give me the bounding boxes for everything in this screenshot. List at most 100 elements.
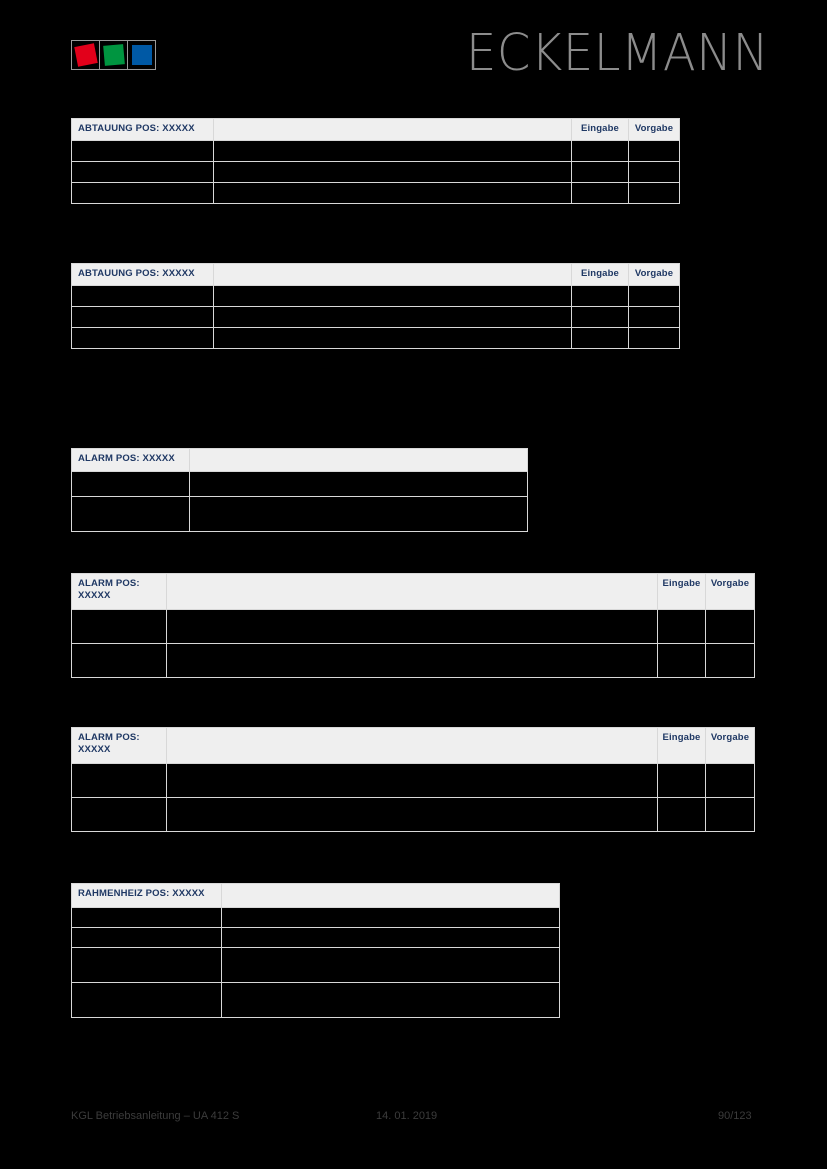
green-square-icon	[103, 44, 125, 66]
page-header: ECKELMANN	[0, 0, 827, 100]
table-header-spacer-cell	[189, 448, 528, 472]
table-title-cell: RAHMENHEIZ POS: XXXXX	[71, 883, 222, 908]
table-cell	[166, 609, 658, 644]
table-cell	[71, 947, 222, 983]
table-cell	[213, 161, 572, 183]
column-header-eingabe: Eingabe	[657, 573, 706, 610]
table-header-spacer-cell	[221, 883, 560, 908]
table-cell	[71, 982, 222, 1018]
table-cell	[213, 285, 572, 307]
table-cell	[71, 140, 214, 162]
table-cell	[213, 140, 572, 162]
table-cell[interactable]	[628, 285, 680, 307]
table-cell	[213, 327, 572, 349]
page-footer: KGL Betriebsanleitung – UA 412 S 14. 01.…	[0, 1110, 827, 1134]
table-cell[interactable]	[571, 327, 629, 349]
table-cell	[166, 643, 658, 678]
table-header-spacer-cell	[213, 118, 572, 141]
table-cell	[71, 327, 214, 349]
table-row	[71, 982, 560, 1018]
table-row	[71, 327, 680, 349]
table-cell[interactable]	[571, 306, 629, 328]
table-cell[interactable]	[657, 609, 706, 644]
table-cell[interactable]	[571, 161, 629, 183]
table-title-cell: ALARM POS:XXXXX	[71, 727, 167, 764]
table-cell	[189, 496, 528, 532]
table-cell[interactable]	[571, 285, 629, 307]
column-header-vorgabe: Vorgabe	[705, 727, 755, 764]
table-row	[71, 643, 755, 678]
data-table-3: ALARM POS: XXXXX	[71, 448, 528, 532]
table-header-spacer-cell	[166, 727, 658, 764]
table-row	[71, 907, 560, 928]
table-row	[71, 797, 755, 832]
footer-document-title: KGL Betriebsanleitung – UA 412 S	[71, 1110, 240, 1122]
logo-box-green	[99, 40, 128, 70]
table-cell	[221, 927, 560, 948]
table-cell	[213, 306, 572, 328]
table-cell[interactable]	[657, 643, 706, 678]
table-row	[71, 609, 755, 644]
table-row	[71, 182, 680, 204]
table-cell	[71, 496, 190, 532]
footer-page-number: 90/123	[718, 1110, 752, 1122]
table-cell[interactable]	[628, 161, 680, 183]
table-header-spacer-cell	[166, 573, 658, 610]
column-header-eingabe: Eingabe	[571, 118, 629, 141]
table-cell	[166, 763, 658, 798]
table-cell	[213, 182, 572, 204]
table-row	[71, 285, 680, 307]
eckelmann-logo-mark	[71, 40, 156, 70]
table-row	[71, 161, 680, 183]
column-header-eingabe: Eingabe	[571, 263, 629, 286]
table-cell	[221, 907, 560, 928]
column-header-eingabe: Eingabe	[657, 727, 706, 764]
table-cell[interactable]	[705, 643, 755, 678]
table-cell[interactable]	[705, 797, 755, 832]
table-header-spacer-cell	[213, 263, 572, 286]
table-row	[71, 306, 680, 328]
table-cell[interactable]	[628, 140, 680, 162]
company-wordmark: ECKELMANN	[466, 23, 769, 83]
column-header-vorgabe: Vorgabe	[628, 118, 680, 141]
logo-box-blue	[127, 40, 156, 70]
table-title-cell: ABTAUUNG POS: XXXXX	[71, 263, 214, 286]
table-header-row: RAHMENHEIZ POS: XXXXX	[71, 883, 560, 908]
table-cell	[221, 947, 560, 983]
table-cell	[71, 161, 214, 183]
table-title-cell: ALARM POS:XXXXX	[71, 573, 167, 610]
footer-date: 14. 01. 2019	[376, 1110, 438, 1122]
table-title-cell: ALARM POS: XXXXX	[71, 448, 190, 472]
table-cell[interactable]	[628, 306, 680, 328]
table-cell[interactable]	[705, 609, 755, 644]
table-cell	[71, 285, 214, 307]
table-cell	[71, 182, 214, 204]
table-row	[71, 471, 528, 497]
table-cell	[71, 643, 167, 678]
table-cell[interactable]	[571, 140, 629, 162]
table-cell	[71, 763, 167, 798]
table-row	[71, 496, 528, 532]
table-cell[interactable]	[571, 182, 629, 204]
table-cell	[221, 982, 560, 1018]
table-cell[interactable]	[705, 763, 755, 798]
table-cell	[71, 306, 214, 328]
table-cell[interactable]	[628, 327, 680, 349]
table-cell	[71, 797, 167, 832]
table-row	[71, 140, 680, 162]
table-cell[interactable]	[657, 763, 706, 798]
table-cell	[71, 927, 222, 948]
blue-square-icon	[132, 45, 152, 65]
table-cell[interactable]	[657, 797, 706, 832]
column-header-vorgabe: Vorgabe	[705, 573, 755, 610]
table-cell[interactable]	[628, 182, 680, 204]
table-cell	[71, 609, 167, 644]
column-header-vorgabe: Vorgabe	[628, 263, 680, 286]
